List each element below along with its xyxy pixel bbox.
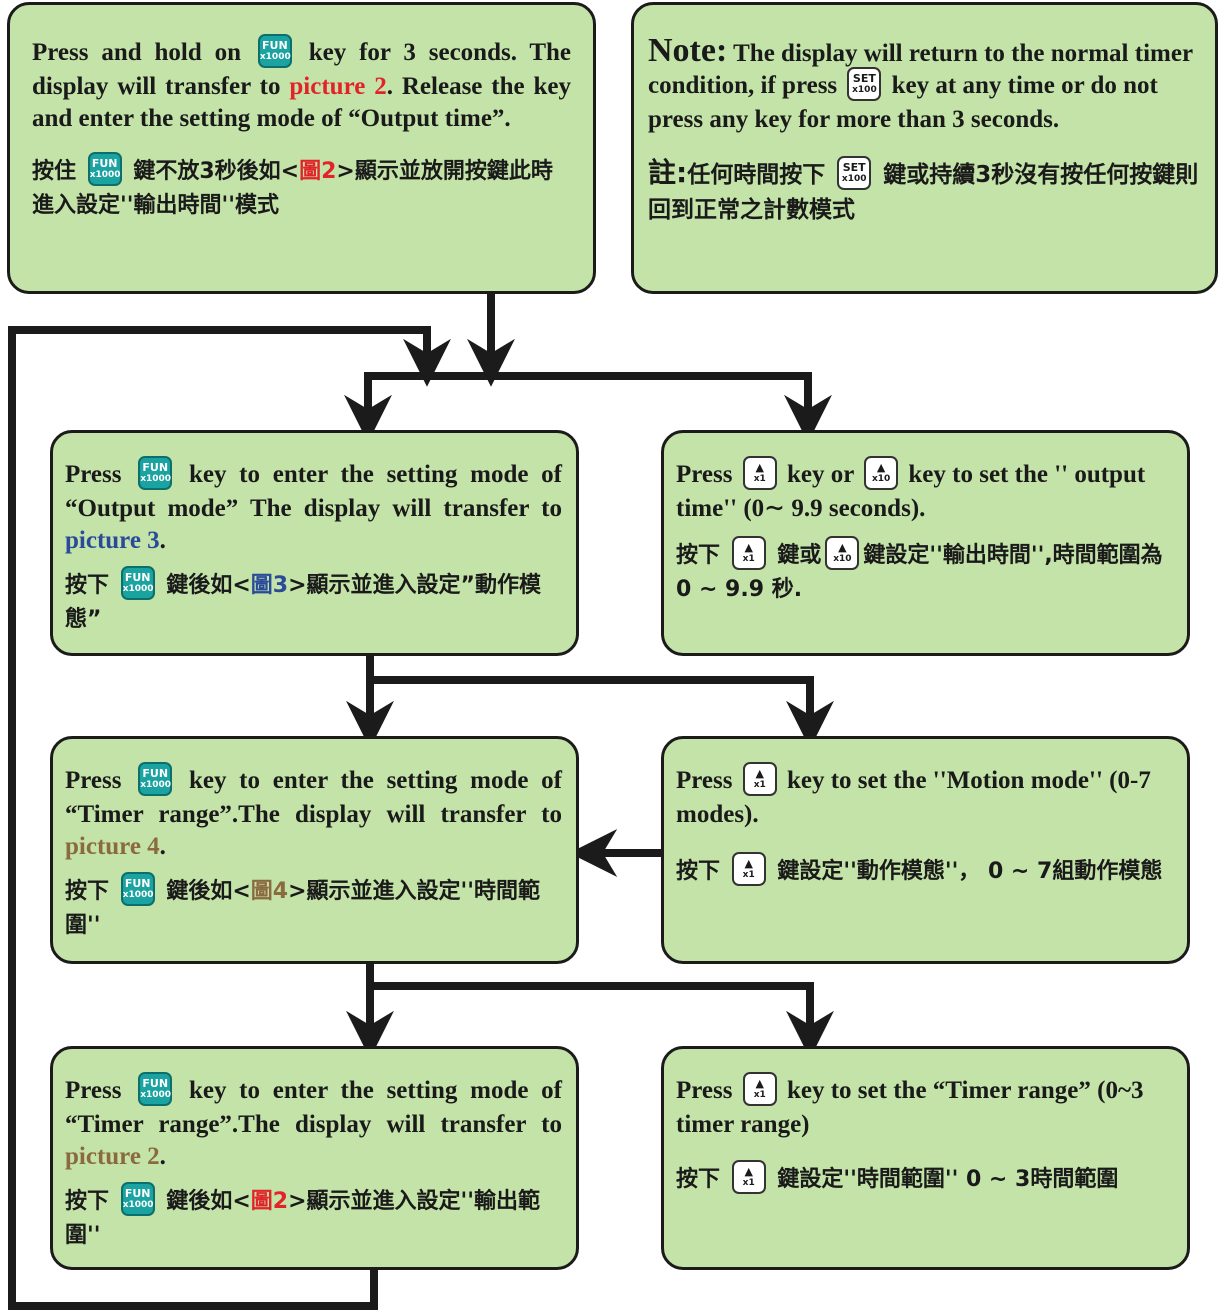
picture-2-ref-bottom: picture 2 xyxy=(65,1143,160,1171)
box-output-time: Press ▲x1 key or ▲x10 key to set the '' … xyxy=(661,430,1190,656)
up-x10-key-icon: ▲x10 xyxy=(825,536,860,571)
split-connector-3 xyxy=(366,964,814,1000)
picture-3-ref-zh: 圖3 xyxy=(250,573,289,599)
up-x1-key-icon: ▲x1 xyxy=(742,456,777,491)
timer-range-set-text-zh: 按下 ▲x1 鍵設定''時間範圍'' 0 ~ 3時間範圍 xyxy=(676,1160,1173,1197)
output-time-text-en: Press ▲x1 key or ▲x10 key to set the '' … xyxy=(676,456,1173,525)
loop-back-connector xyxy=(8,326,451,1310)
split-connector-1 xyxy=(364,372,812,414)
motion-mode-text-en: Press ▲x1 key to set the ''Motion mode''… xyxy=(676,762,1173,831)
up-x1-key-icon: ▲x1 xyxy=(742,762,777,797)
up-x1-key-icon: ▲x1 xyxy=(742,1072,777,1107)
up-x1-key-icon: ▲x1 xyxy=(731,536,766,571)
picture-4-ref-zh: 圖4 xyxy=(250,879,289,905)
picture-3-ref: picture 3 xyxy=(65,527,160,555)
note-title: Note: xyxy=(648,32,728,69)
picture-2-ref-zh: 圖2 xyxy=(299,159,337,185)
box-motion-mode: Press ▲x1 key to set the ''Motion mode''… xyxy=(661,736,1190,964)
picture-2-ref: picture 2 xyxy=(289,73,387,101)
box-timer-range-set: Press ▲x1 key to set the “Timer range” (… xyxy=(661,1046,1190,1270)
box-note: Note: The display will return to the nor… xyxy=(631,2,1218,294)
motion-mode-text-zh: 按下 ▲x1 鍵設定''動作模態''， 0 ~ 7組動作模態 xyxy=(676,852,1173,889)
up-x1-key-icon: ▲x1 xyxy=(731,1160,766,1195)
note-text-en: Note: The display will return to the nor… xyxy=(648,32,1193,134)
split-connector-2 xyxy=(366,656,814,700)
picture-2-ref-zh-bottom: 圖2 xyxy=(250,1189,289,1215)
timer-range-set-text-en: Press ▲x1 key to set the “Timer range” (… xyxy=(676,1072,1173,1141)
up-x1-key-icon: ▲x1 xyxy=(731,852,766,887)
up-x10-key-icon: ▲x10 xyxy=(864,456,899,491)
picture-4-ref: picture 4 xyxy=(65,833,160,861)
